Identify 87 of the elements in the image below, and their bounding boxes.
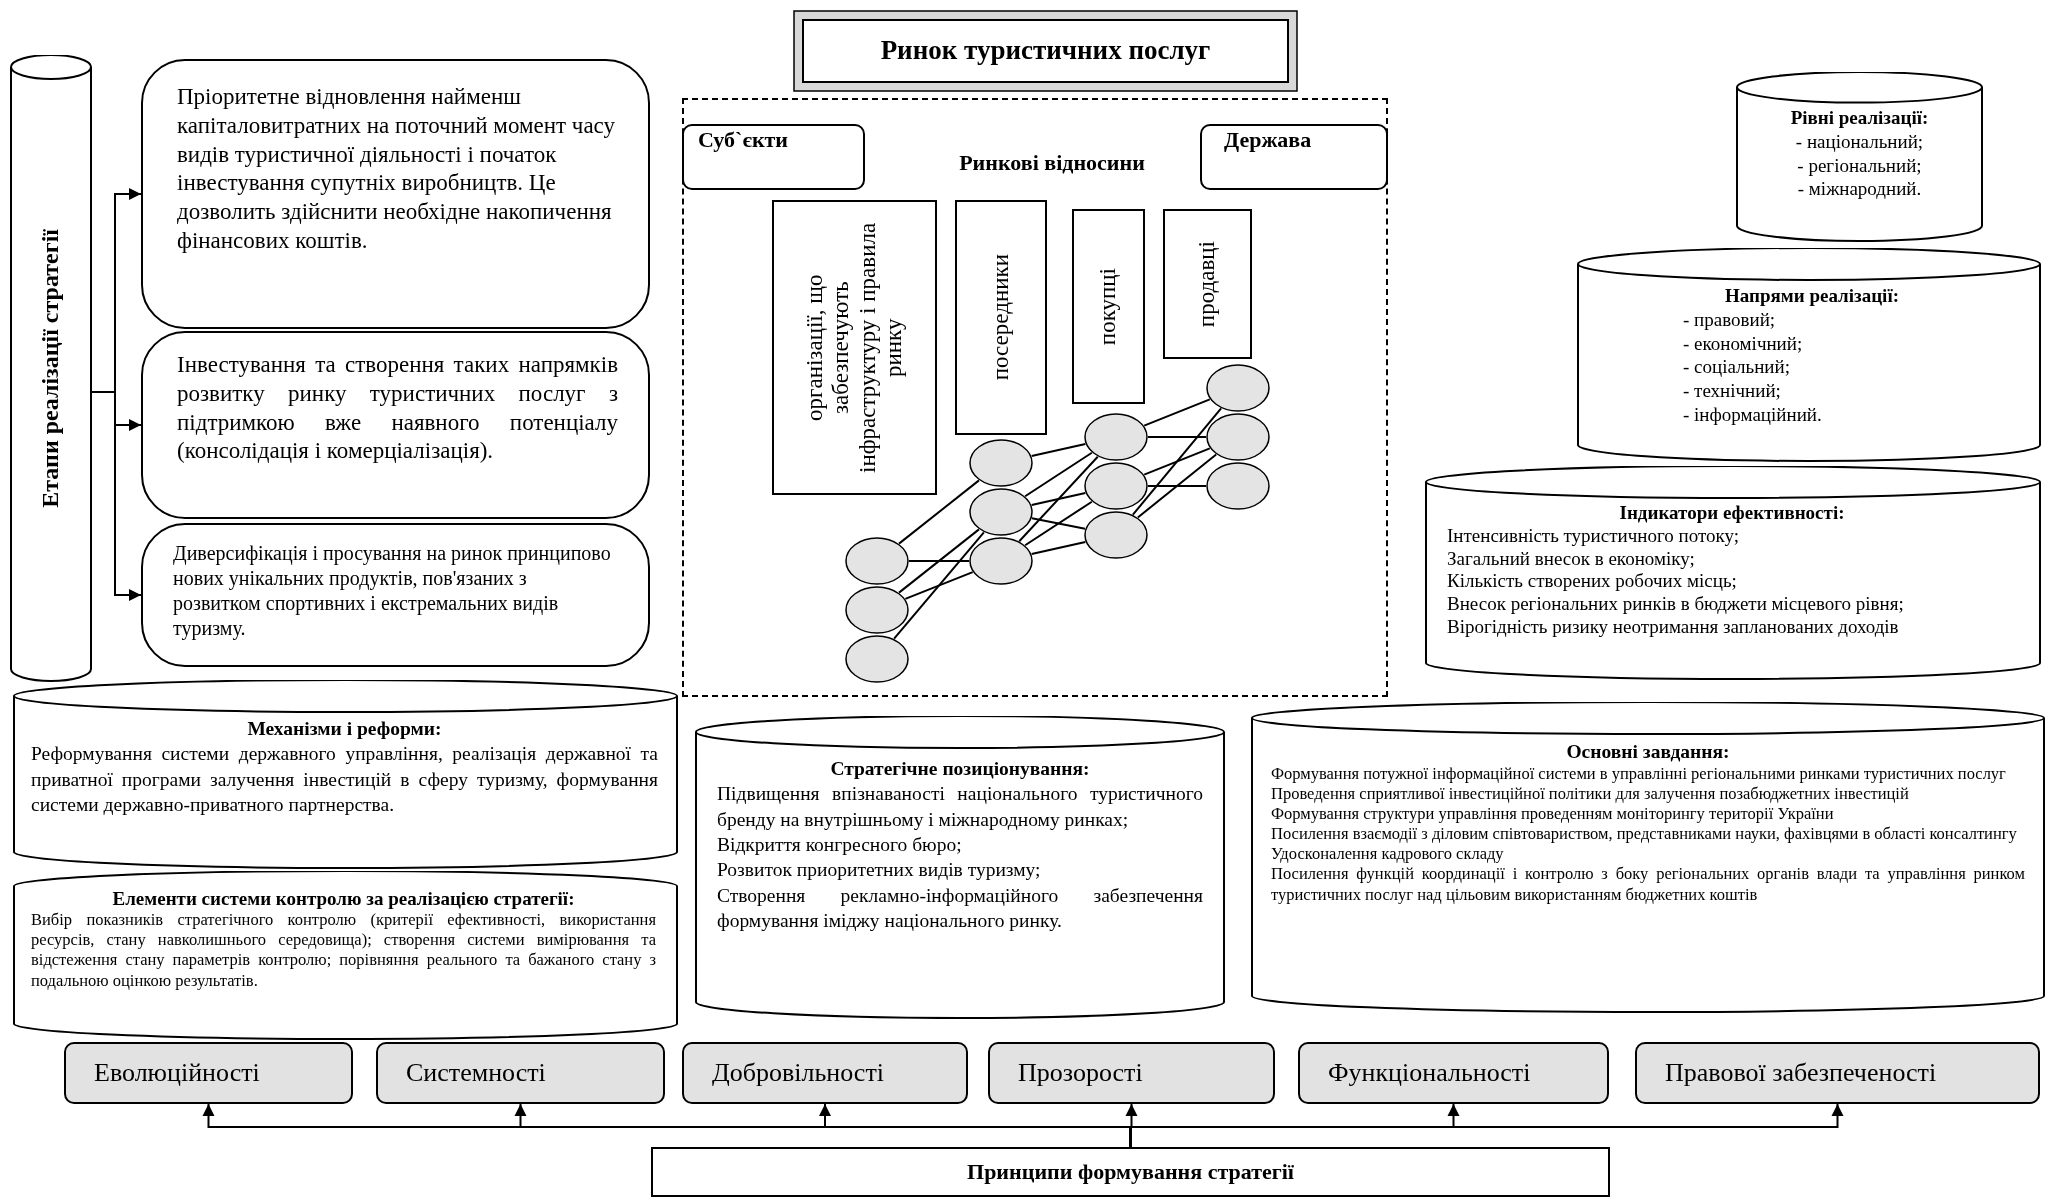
heading-text: Напрями реалізації: xyxy=(1723,284,1900,308)
connector-line xyxy=(1143,398,1211,427)
list-item: Підвищення впізнаваності національного туристичного бренду на внутрішньому і міжнародному ринках; xyxy=(717,782,1203,832)
list-item: Посилення функцій координації і контролю з боку регіональних органів влади та управління ринком туристичних послуг над цільовим використанням бюджетних коштів xyxy=(1271,864,2025,905)
node-label: Ринок туристичних послуг xyxy=(879,34,1212,68)
vertical-label-box xyxy=(1072,209,1145,404)
list-item: Вибір показників стратегічного контролю (критерії ефективності, використання ресурсів, стану навколишнього середовища); створення системи вимірювання та відстеження стану параметрів контролю; порівняння реального та бажаного стану з подальною оцінкою результатів. xyxy=(31,910,656,991)
vertical-label-box xyxy=(955,200,1047,435)
connector-line xyxy=(1024,451,1093,498)
node-label: Еволюційності xyxy=(93,1056,261,1089)
connector-line xyxy=(1131,407,1223,516)
node-label: Суб`єкти xyxy=(698,126,790,154)
principle-box xyxy=(376,1042,665,1104)
rounded-box xyxy=(141,331,650,519)
node-label: посередники xyxy=(987,254,1014,381)
list-item: Створення рекламно-інформаційного забезпечення формування іміджу національного ринку. xyxy=(717,883,1203,934)
node-label: Ринкові відносини xyxy=(959,149,1145,177)
connector-line xyxy=(898,528,980,594)
list-item: Удосконалення кадрового складу xyxy=(1271,844,1505,865)
category-box xyxy=(682,124,865,190)
header-box xyxy=(651,1147,1610,1197)
list-item: - технічний; xyxy=(1682,379,1782,403)
heading-text: Елементи системи контролю за реалізацією стратегії: xyxy=(111,887,576,911)
node-label: організації, що забезпечують інфраструктуру і правила ринку xyxy=(801,221,907,475)
list-item: Посилення взаємодії з діловим співтовариством, представниками науки, фахівцями в області консалтингу xyxy=(1271,824,2018,845)
node-label: Держава xyxy=(1224,126,1313,154)
connector-line xyxy=(893,531,985,640)
list-item: Реформування системи державного управління, реалізація державної та приватної програми залучення інвестицій в сферу туризму, формування системи державно-приватного партнерства. xyxy=(31,742,658,818)
list-item: - інформаційний. xyxy=(1682,402,1823,427)
list-item: Вірогідність ризику неотримання запланованих доходів xyxy=(1447,616,1900,639)
node-label: Інвестування та створення таких напрямків розвитку ринку туристичних послуг з підтримкою вже наявного потенціалу (консолідація і комерціалізація). xyxy=(177,351,618,466)
connector-line xyxy=(1018,455,1099,543)
connector-line xyxy=(1143,447,1211,476)
principle-box xyxy=(988,1042,1275,1104)
rounded-box xyxy=(141,59,650,329)
connector-line xyxy=(904,571,974,600)
node-label: Правової забезпеченості xyxy=(1664,1056,1938,1089)
list-item: Інтенсивність туристичного потоку; xyxy=(1447,524,1740,548)
connector-line xyxy=(1030,540,1087,556)
principle-box xyxy=(64,1042,353,1104)
list-item: - соціальний; xyxy=(1682,355,1791,379)
list-item: Загальний внесок в економіку; xyxy=(1447,547,1696,571)
node-label: Функціональності xyxy=(1327,1056,1532,1089)
node-label: Етапи реалізації стратегії xyxy=(37,229,65,508)
dashed-frame xyxy=(682,98,1388,697)
connector-line xyxy=(1030,491,1087,507)
category-box xyxy=(1200,124,1388,190)
list-item: - національний; xyxy=(1794,129,1925,154)
list-item: - регіональний; xyxy=(1796,153,1923,178)
connector-line xyxy=(1147,436,1207,438)
connector-line xyxy=(898,479,980,545)
heading-text: Індикатори ефективності: xyxy=(1618,502,1846,525)
node-label: Пріоритетне відновлення найменш капіталовитратних на поточний момент часу видів туристичної діяльності і початок інвестування супутніх виробництв. Це дозволить здійснити необхідне накопичення фінансових коштів. xyxy=(177,83,617,255)
node-label: покупці xyxy=(1095,267,1122,346)
list-item: Кількість створених робочих місць; xyxy=(1447,570,1738,594)
node-label: Прозорості xyxy=(1017,1056,1144,1089)
node-label: продавці xyxy=(1194,240,1221,328)
connector-line xyxy=(1147,485,1207,487)
node-label: Диверсифікація і просування на ринок принципово нових унікальних продуктів, пов'язаних з розвитком спортивних і екстремальних видів туризму. xyxy=(173,541,612,641)
arrow xyxy=(91,391,142,601)
connector-line xyxy=(1030,442,1087,458)
heading-text: Стратегічне позиціонування: xyxy=(829,757,1091,781)
vertical-label-box xyxy=(1163,209,1252,359)
connector-line xyxy=(1030,517,1087,530)
heading-text: Основні завдання: xyxy=(1565,740,1731,764)
list-item: Формування структури управління проведенням моніторингу території України xyxy=(1271,804,1835,825)
node-label: Системності xyxy=(405,1056,547,1089)
list-item: Відкриття конгресного бюро; xyxy=(717,833,963,858)
vertical-label-box xyxy=(772,200,937,495)
node-label: Добровільності xyxy=(711,1056,885,1089)
list-item: Розвиток приоритетних видів туризму; xyxy=(717,858,1042,883)
connector-line xyxy=(1024,500,1093,547)
list-item: - економічний; xyxy=(1682,331,1804,356)
node-label: Принципи формування стратегії xyxy=(966,1158,1295,1186)
heading-text: Рівні реалізації: xyxy=(1789,106,1930,130)
principle-box xyxy=(1298,1042,1609,1104)
connector-line xyxy=(1136,453,1218,519)
heading-text: Механізми і реформи: xyxy=(246,717,443,741)
list-item: - міжнародний. xyxy=(1796,177,1923,201)
list-item: Формування потужної інформаційної системи в управлінні регіональними ринками туристичних послуг xyxy=(1271,763,2007,784)
list-item: Проведення сприятливої інвестиційної політики для залучення позабюджетних інвестицій xyxy=(1271,783,1910,805)
list-item: - правовий; xyxy=(1682,307,1777,332)
rounded-box xyxy=(141,523,650,667)
list-item: Внесок регіональних ринків в бюджети місцевого рівня; xyxy=(1447,593,1905,616)
principle-box xyxy=(682,1042,968,1104)
principle-box xyxy=(1635,1042,2040,1104)
connector-line xyxy=(908,560,970,562)
